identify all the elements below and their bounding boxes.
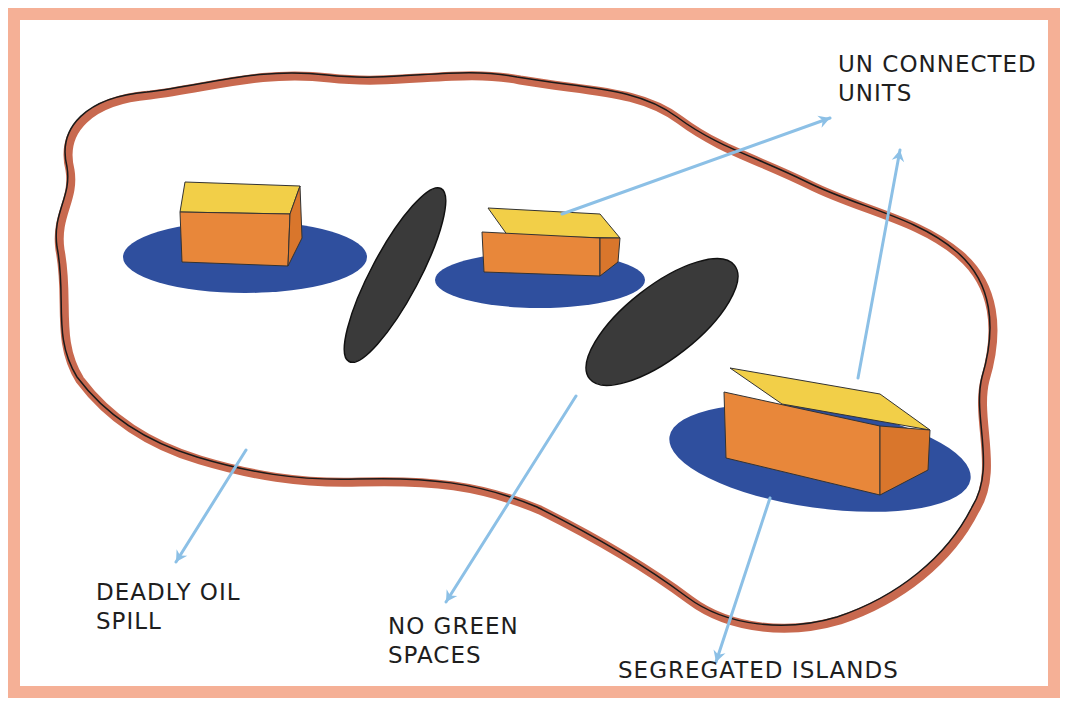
oil-spill [567, 237, 756, 407]
leader-arrow [562, 118, 830, 214]
callout-label: SEGREGATED ISLANDS [618, 656, 1048, 685]
callout-label: UN CONNECTED UNITS [838, 50, 1043, 108]
unit-side [288, 186, 302, 266]
unit-wall [724, 392, 880, 495]
unit-roof [180, 182, 300, 214]
unit-wall [180, 212, 290, 266]
leader-arrow [176, 450, 246, 562]
callout-label: DEADLY OIL SPILL [96, 578, 246, 636]
unit-side [600, 238, 620, 276]
leader-arrow [716, 498, 770, 662]
site-boundary [59, 76, 993, 628]
leader-arrow [858, 150, 900, 378]
oil-spill [328, 177, 462, 373]
callout-label: NO GREEN SPACES [388, 612, 538, 670]
leader-arrow [446, 396, 576, 602]
unit-wall [482, 232, 600, 276]
unit-side [880, 426, 930, 495]
site-boundary-ink [56, 73, 990, 625]
outer-frame [14, 14, 1054, 692]
